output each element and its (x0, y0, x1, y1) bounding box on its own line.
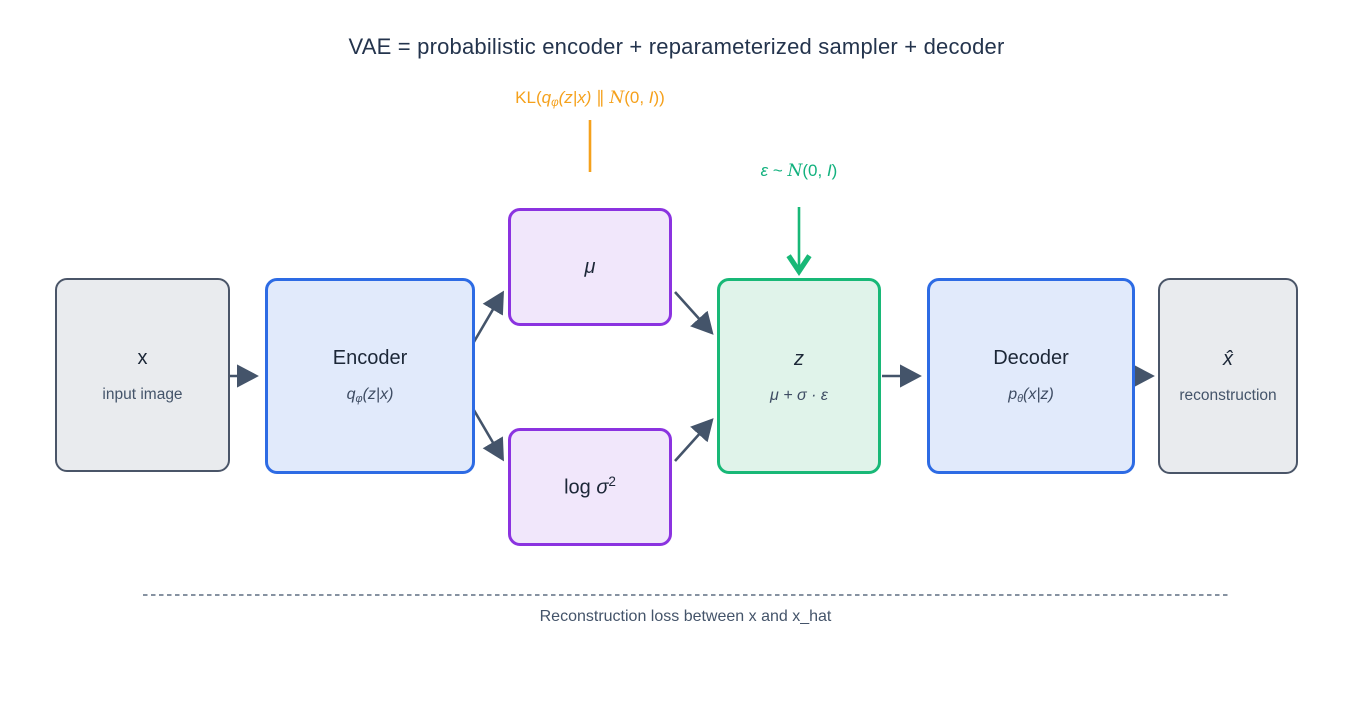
node-log-sigma-title: log σ2 (564, 474, 616, 499)
node-z-formula: μ + σ · ε (770, 386, 828, 404)
node-mu: μ (508, 208, 672, 326)
node-mu-title: μ (584, 255, 596, 278)
mu-to-z-arrow (674, 291, 714, 335)
node-log-sigma: log σ2 (508, 428, 672, 546)
reconstruction-loss-label: Reconstruction loss between x and x_hat (539, 608, 832, 625)
node-z-title: z (794, 347, 804, 370)
node-decoder-title: Decoder (993, 346, 1069, 369)
node-x-hat-title: x̂ (1223, 347, 1233, 370)
diagram-title: VAE = probabilistic encoder + reparamete… (348, 34, 1005, 59)
node-x-title: x (137, 346, 148, 369)
node-encoder: Encoder qφ(z|x) (265, 278, 475, 474)
kl-divergence-label: KL(qφ(z|x) ∥ N(0, I)) (515, 88, 665, 110)
node-x-hat: x̂ reconstruction (1158, 278, 1298, 474)
epsilon-noise-label: ε ~ N(0, I) (760, 161, 838, 181)
node-decoder: Decoder pθ(x|z) (927, 278, 1135, 474)
node-x-subtitle: input image (102, 385, 183, 403)
node-z: z μ + σ · ε (717, 278, 881, 474)
logsigma-to-z-arrow (674, 418, 714, 462)
node-encoder-title: Encoder (332, 346, 408, 369)
node-x: x input image (55, 278, 230, 472)
node-x-hat-subtitle: reconstruction (1179, 386, 1277, 404)
node-decoder-formula: pθ(x|z) (1008, 385, 1054, 406)
node-encoder-formula: qφ(z|x) (346, 385, 394, 406)
